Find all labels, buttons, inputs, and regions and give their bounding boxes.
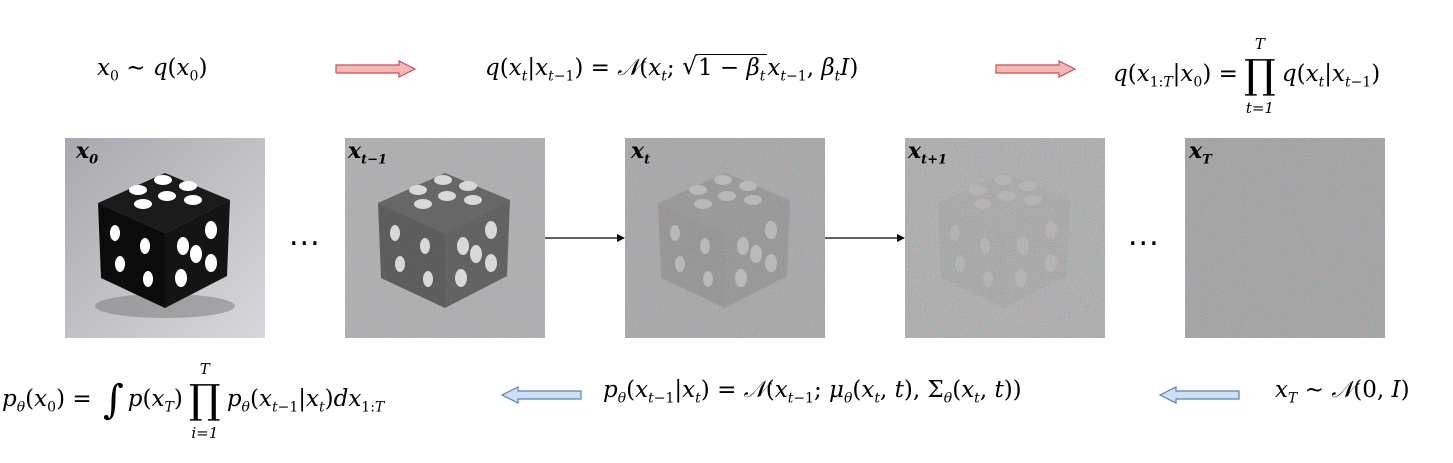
frame-xt-plus-1-label: xt+1 bbox=[908, 138, 948, 168]
reverse-prior-equation: xT ∼ 𝒩(0, I) bbox=[1275, 377, 1410, 407]
frame-x0-label: x0 bbox=[76, 138, 99, 168]
forward-transition-equation: q(xt|xt−1) = 𝒩(xt; 1 − βtxt−1, βtI) bbox=[485, 52, 858, 84]
frame-arrow-2 bbox=[825, 234, 905, 242]
frame-xT-label: xT bbox=[1189, 138, 1212, 168]
reverse-arrow-1 bbox=[500, 386, 582, 404]
frame-xt-plus-1-image bbox=[905, 138, 1105, 338]
reverse-transition-equation: pθ(xt−1|xt) = 𝒩(xt−1; μθ(xt, t), Σθ(xt, … bbox=[603, 377, 1022, 407]
frame-xT-image bbox=[1185, 138, 1385, 338]
frame-arrow-1 bbox=[545, 234, 625, 242]
frame-xt-minus-1-image bbox=[345, 138, 545, 338]
frame-xt-label: xt bbox=[631, 138, 651, 168]
ellipsis-left: ... bbox=[289, 218, 321, 253]
frame-xt-minus-1-label: xt−1 bbox=[348, 138, 388, 168]
frame-xt-image bbox=[625, 138, 825, 338]
forward-arrow-1 bbox=[335, 60, 417, 78]
ellipsis-right: ... bbox=[1128, 218, 1160, 253]
forward-arrow-2 bbox=[995, 60, 1077, 78]
frame-x0-image bbox=[65, 138, 265, 338]
reverse-arrow-2 bbox=[1158, 386, 1240, 404]
product-operator-reverse: T∏i=1 bbox=[188, 360, 221, 442]
forward-start-equation: x0 ∼ q(x0) bbox=[97, 55, 208, 85]
product-operator: T∏t=1 bbox=[1243, 35, 1276, 117]
